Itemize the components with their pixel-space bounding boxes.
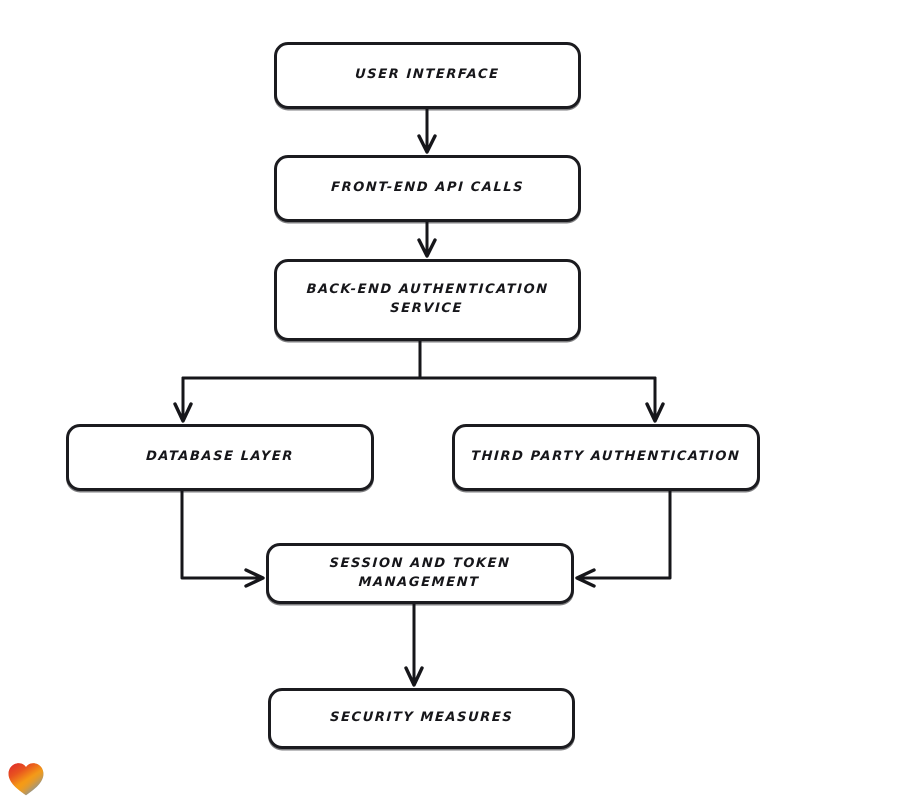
node-session-token-label: Session and Token Management: [329, 555, 512, 590]
edge-user-interface-to-frontend-api: [417, 107, 437, 154]
node-database-layer-label: Database Layer: [145, 449, 295, 465]
node-backend-auth-label: Back-End Authentication Service: [306, 282, 550, 316]
edge-backend-auth-branch-bus: [181, 339, 657, 380]
edge-third-party-auth-to-session-token: [575, 489, 672, 588]
node-third-party-auth-label: Third Party Authentication: [470, 449, 742, 465]
edge-backend-auth-to-third-party-auth: [645, 376, 665, 423]
node-third-party-auth[interactable]: Third Party Authentication: [452, 424, 760, 491]
node-user-interface-label: User Interface: [354, 67, 501, 83]
node-security-measures[interactable]: Security Measures: [268, 688, 575, 749]
edge-database-layer-to-session-token: [180, 489, 265, 588]
node-session-token[interactable]: Session and Token Management: [266, 543, 574, 604]
heart-logo: [8, 763, 44, 796]
node-security-measures-label: Security Measures: [329, 710, 514, 726]
edge-frontend-api-to-backend-auth: [417, 220, 437, 258]
edge-session-token-to-security-measures: [404, 602, 424, 687]
edge-backend-auth-to-database-layer: [173, 376, 193, 423]
node-frontend-api-label: Front-End API Calls: [330, 180, 525, 196]
node-database-layer[interactable]: Database Layer: [66, 424, 374, 491]
node-backend-auth[interactable]: Back-End Authentication Service: [274, 259, 581, 341]
node-user-interface[interactable]: User Interface: [274, 42, 581, 109]
node-frontend-api[interactable]: Front-End API Calls: [274, 155, 581, 222]
